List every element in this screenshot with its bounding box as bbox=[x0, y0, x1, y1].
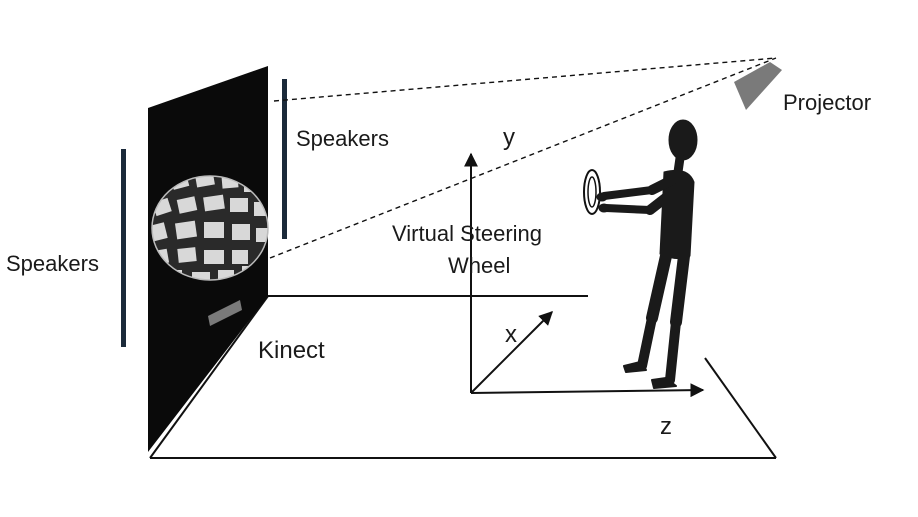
steering-wheel-icon bbox=[583, 169, 601, 215]
axis-z-label: z bbox=[660, 413, 672, 440]
axis-x-arrow bbox=[470, 311, 553, 394]
figure-shin-front bbox=[665, 317, 681, 385]
floor-outline bbox=[149, 295, 777, 459]
axis-z-arrow bbox=[470, 383, 705, 398]
projector bbox=[734, 62, 782, 110]
figure-thigh-front bbox=[670, 250, 690, 328]
speaker-top bbox=[282, 79, 287, 239]
figure-forearm-2 bbox=[602, 204, 654, 214]
steering-wheel-label-line1: Virtual Steering bbox=[392, 221, 542, 246]
speaker-left bbox=[121, 149, 126, 347]
figure-forearm-1 bbox=[600, 186, 656, 200]
kinect-label: Kinect bbox=[258, 337, 325, 364]
speakers-top-label: Speakers bbox=[296, 126, 389, 151]
steering-wheel-label-line2: Wheel bbox=[448, 253, 510, 278]
axis-y-label: y bbox=[503, 124, 515, 151]
figure-shin-back bbox=[637, 313, 657, 371]
projector-label: Projector bbox=[783, 90, 871, 115]
person-figure bbox=[596, 119, 698, 389]
projection-beam bbox=[269, 57, 777, 259]
figure-head bbox=[668, 119, 698, 161]
axis-x-label: x bbox=[505, 321, 517, 348]
figure-thigh-back bbox=[646, 250, 672, 324]
figure-foot-back bbox=[623, 361, 647, 373]
coordinate-axes bbox=[464, 152, 705, 398]
kinect-sensor bbox=[208, 300, 242, 326]
figure-foot-front bbox=[651, 377, 677, 389]
speakers-left-label: Speakers bbox=[6, 251, 99, 276]
